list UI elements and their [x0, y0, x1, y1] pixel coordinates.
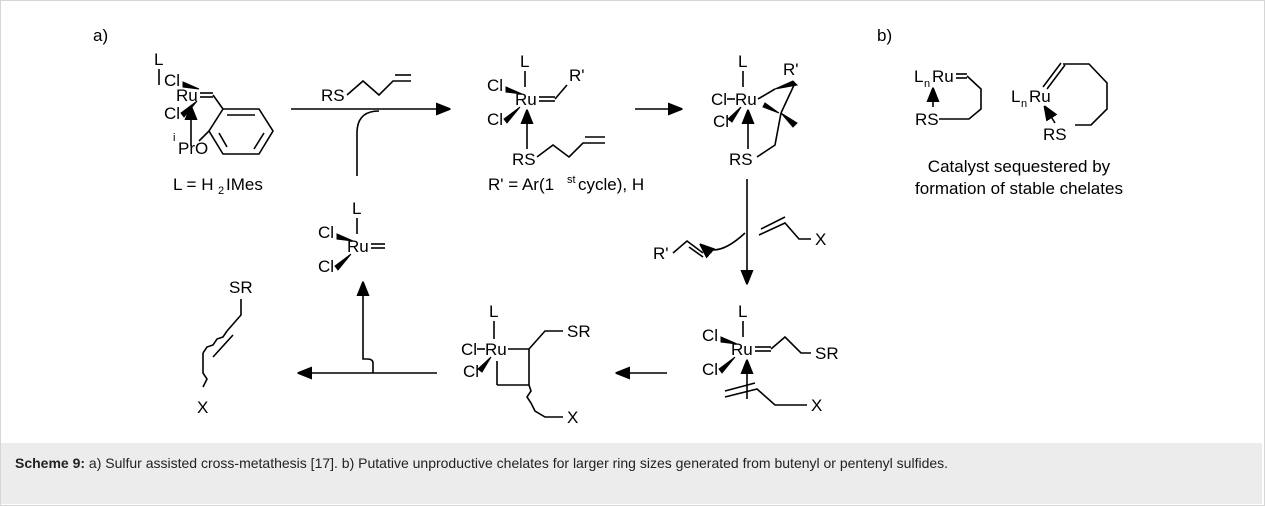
x-label: X	[815, 230, 826, 249]
chelate-note-line-2: formation of stable chelates	[915, 179, 1123, 198]
lnru-n: n	[1021, 98, 1027, 110]
sr-label: SR	[815, 344, 839, 363]
panel-label-a: a)	[93, 26, 108, 45]
x-label: X	[197, 398, 208, 417]
chlorine-label-2: Cl	[487, 110, 503, 129]
chlorine-label-2: Cl	[702, 360, 718, 379]
chlorine-label-2: Cl	[463, 362, 479, 381]
rs-label: RS	[915, 110, 939, 129]
sr-label: SR	[229, 278, 253, 297]
ruthenium-label: Ru	[731, 340, 753, 359]
chlorine-label: Cl	[487, 76, 503, 95]
rprime-def-suffix: cycle), H	[578, 175, 644, 194]
rprime-def-sup: st	[567, 174, 576, 186]
rs-label: RS	[512, 150, 536, 169]
chlorine-label-2: Cl	[164, 104, 180, 123]
panel-label-b: b)	[877, 26, 892, 45]
figure-caption: Scheme 9: a) Sulfur assisted cross-metat…	[1, 443, 1262, 504]
lnru-l: L	[914, 67, 923, 86]
ruthenium-label: Ru	[485, 340, 507, 359]
x-label: X	[567, 408, 578, 427]
lnru-l: L	[1011, 87, 1020, 106]
thioalkylidene-intermediate: L Cl Ru SR Cl X	[702, 302, 839, 415]
r-prime-label: R'	[569, 66, 585, 85]
reaction-arrow-5	[299, 283, 437, 373]
chlorine-label: Cl	[702, 326, 718, 345]
chlorine-label: Cl	[461, 340, 477, 359]
chlorine-label: Cl	[164, 71, 180, 90]
chlorine-label-2: Cl	[318, 257, 334, 276]
five-membered-chelate: L n Ru RS	[914, 67, 982, 129]
r-prime-label: R'	[783, 60, 799, 79]
cross-metathesis-product: SR X	[197, 278, 253, 417]
isopropyl-sup: i	[173, 132, 175, 144]
chlorine-label-2: Cl	[713, 112, 729, 131]
lnru-ru: Ru	[932, 67, 954, 86]
ligand-label: L	[520, 52, 529, 71]
r-prime-label: R'	[653, 244, 669, 263]
lnru-ru: Ru	[1029, 87, 1051, 106]
ruthenium-label: Ru	[515, 90, 537, 109]
ligand-label: L	[738, 52, 747, 71]
ruthenium-label: Ru	[176, 86, 198, 105]
reaction-arrow-3: R' X	[653, 179, 826, 283]
caption-text: a) Sulfur assisted cross-metathesis [17]…	[85, 455, 949, 471]
rs-label: RS	[729, 150, 753, 169]
rs-label: RS	[1043, 125, 1067, 144]
reaction-arrow-1	[291, 109, 449, 176]
six-membered-chelate: L n Ru RS	[1011, 62, 1108, 144]
rs-label: RS	[321, 86, 345, 105]
chelate-note-line-1: Catalyst sequestered by	[928, 157, 1111, 176]
ligand-label: L	[489, 302, 498, 321]
isopropoxy-label: PrO	[178, 139, 208, 158]
chlorine-label: Cl	[318, 223, 334, 242]
ligand-def-suffix: IMes	[226, 175, 263, 194]
alkylidene-intermediate: L Cl Ru R' Cl RS R' = Ar(1 st cycle), H	[487, 52, 644, 194]
ligand-def-sub: 2	[218, 185, 224, 197]
ruthenium-methylidene: L Cl Ru Cl	[318, 199, 385, 276]
x-label: X	[811, 396, 822, 415]
ligand-label: L	[352, 199, 361, 218]
metallacyclobutane-intermediate: L Cl Ru Cl SR X	[461, 302, 591, 427]
ligand-label: L	[738, 302, 747, 321]
ruthenium-label: Ru	[347, 237, 369, 256]
ruthenium-label: Ru	[735, 90, 757, 109]
sr-label: SR	[567, 322, 591, 341]
ligand-label: L	[154, 50, 163, 69]
hoveyda-grubbs-catalyst: L Cl Ru Cl i PrO L = H 2 IMes	[154, 50, 274, 197]
rprime-def-prefix: R' = Ar(1	[488, 175, 554, 194]
allyl-sulfide-reagent: RS	[321, 74, 411, 105]
lnru-n: n	[924, 78, 930, 90]
metallacyclobutane-chelate: L Cl Ru Cl R' RS	[711, 52, 799, 169]
ligand-def-prefix: L = H	[173, 175, 213, 194]
chlorine-label: Cl	[711, 90, 727, 109]
reaction-scheme: a) b) L Cl Ru Cl i PrO L = H 2 IMes RS L…	[93, 26, 1123, 427]
caption-label: Scheme 9:	[15, 455, 86, 471]
